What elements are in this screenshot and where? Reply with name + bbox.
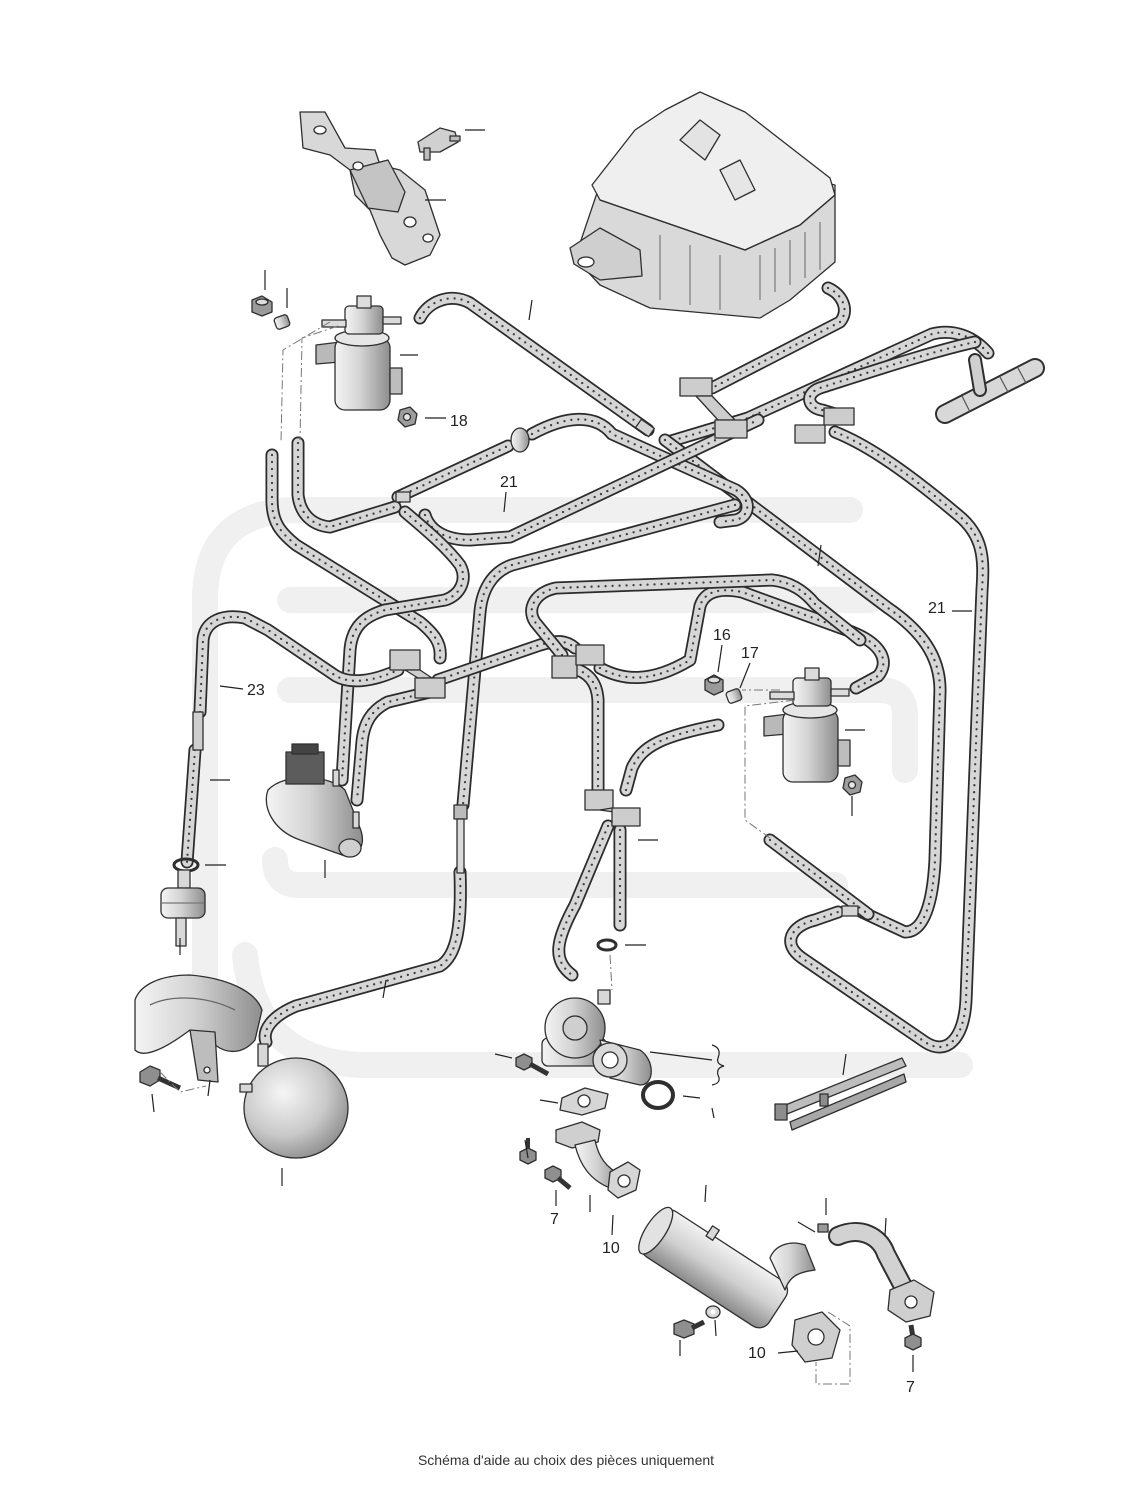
callout-10-left: 10 (602, 1240, 620, 1257)
small-sleeve-17 (725, 688, 743, 704)
t-fitting-pipe (935, 353, 1045, 424)
vacuum-reservoir (239, 1043, 349, 1159)
hose-junction-blocks (389, 377, 855, 827)
callout-7-right: 7 (906, 1379, 915, 1396)
t-connector (395, 491, 411, 503)
small-sleeve (273, 314, 291, 330)
hose-connectors (192, 418, 859, 917)
hex-bolt-7 (904, 1324, 922, 1351)
hose-junction-block (584, 789, 641, 827)
egr-valve (541, 989, 652, 1086)
inline-connector (510, 427, 530, 453)
vacuum-hose-body (357, 690, 438, 800)
vacuum-hose-network (187, 288, 988, 1047)
hose-junction-block (794, 407, 855, 444)
hex-nut (842, 774, 863, 796)
vacuum-filter (160, 869, 206, 947)
hex-nut-18 (397, 406, 418, 428)
vacuum-solenoid-valve (315, 295, 403, 411)
mounting-bracket (299, 111, 441, 266)
vacuum-hose-texture (355, 688, 440, 802)
callout-18: 18 (450, 413, 468, 430)
hex-bolt (673, 1319, 706, 1339)
rubber-cap (251, 295, 273, 317)
callout-labels: 18 21 21 23 16 17 7 10 10 7 (247, 413, 946, 1396)
callout-16: 16 (713, 627, 731, 644)
pipe-connector-collar (453, 804, 468, 820)
pipe-connector (456, 818, 465, 874)
hex-bolt (515, 1053, 550, 1077)
egr-cooler (638, 1206, 841, 1363)
vacuum-solenoid-valve-2 (763, 667, 851, 783)
air-filter-housing (569, 91, 836, 319)
hose-junction-block (551, 644, 605, 679)
hose-clip-strip (774, 1057, 907, 1131)
sealing-ring (641, 1080, 675, 1110)
assembly-guide-lines (159, 321, 851, 1385)
callout-7-left: 7 (550, 1211, 559, 1228)
vacuum-hose-body (420, 298, 648, 430)
diagram-caption: Schéma d'aide au choix des pièces unique… (417, 1452, 715, 1468)
hex-bolt (139, 1065, 182, 1091)
callout-17: 17 (741, 645, 759, 662)
vacuum-hose-body (626, 725, 718, 790)
pipe-connector (634, 418, 656, 438)
hose-junction-block (679, 377, 748, 439)
vacuum-hose-body (398, 446, 508, 497)
pipe-connector (841, 905, 859, 917)
leader-lines (151, 129, 972, 1372)
callout-10-right: 10 (748, 1345, 766, 1362)
hex-bolt-7 (544, 1165, 572, 1190)
pipe-connector (192, 711, 204, 751)
intake-elbow-pipe (134, 974, 263, 1083)
hex-bolt (519, 1138, 537, 1165)
rubber-cap-16 (704, 674, 724, 696)
callout-23: 23 (247, 682, 265, 699)
vacuum-hose-outline (357, 690, 438, 800)
egr-outlet-elbow (828, 1222, 935, 1323)
hose-junction-block (389, 649, 446, 699)
flange-gasket (607, 1161, 641, 1199)
retaining-clip (817, 1223, 829, 1233)
callout-21-center: 21 (500, 474, 518, 491)
callout-21-right: 21 (928, 600, 946, 617)
electric-changeover-valve (265, 743, 363, 858)
washer (705, 1305, 721, 1319)
hose-clamp (596, 938, 618, 952)
flange-gasket (559, 1087, 609, 1116)
bracket-clip (417, 127, 461, 161)
